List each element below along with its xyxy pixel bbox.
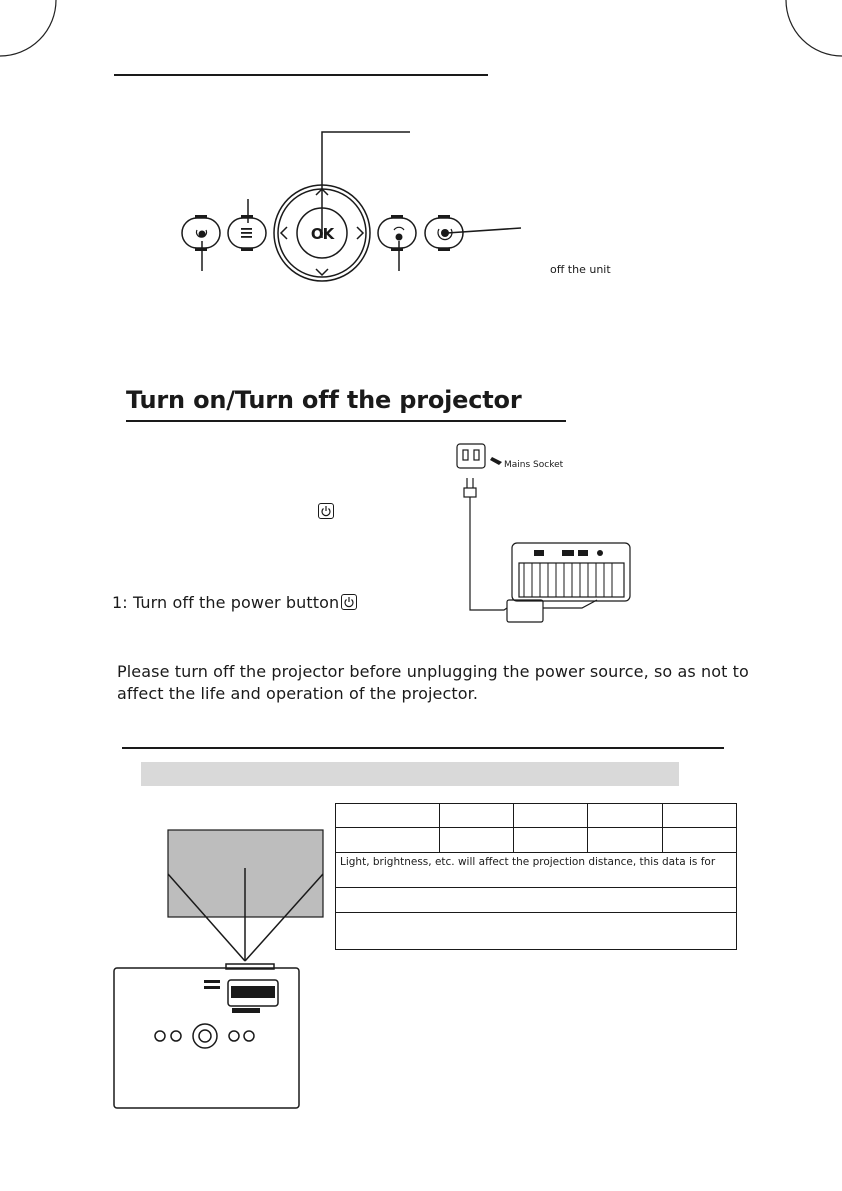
section-heading-bar [141, 762, 679, 786]
table-row: Light, brightness, etc. will affect the … [335, 852, 737, 888]
table-cell [438, 803, 515, 828]
table-cell [438, 827, 515, 853]
table-row [335, 827, 738, 853]
projection-distance-table: Light, brightness, etc. will affect the … [335, 803, 738, 950]
table-cell [513, 803, 589, 828]
table-note-cell: Light, brightness, etc. will affect the … [335, 852, 737, 888]
table-cell [335, 912, 737, 950]
mains-socket-label: Mains Socket [504, 460, 564, 470]
table-cell [335, 887, 737, 913]
section-rule-distance [122, 747, 724, 749]
section-title-power: Turn on/Turn off the projector [126, 386, 522, 414]
crop-mark-top-right [785, 0, 842, 57]
table-cell [661, 803, 738, 828]
power-icon [318, 503, 334, 519]
step-turn-off-text: 1: Turn off the power button [112, 593, 340, 612]
crop-mark-top-left [0, 0, 57, 57]
power-warning: Please turn off the projector before unp… [117, 662, 749, 703]
table-row [335, 803, 738, 828]
power-connection-illustration [452, 440, 642, 630]
table-row [335, 912, 737, 950]
power-icon [341, 594, 358, 610]
table-cell [335, 827, 440, 853]
step-turn-off: 1: Turn off the power button [112, 592, 358, 614]
table-cell [335, 803, 440, 828]
power-button-note: off the unit [550, 263, 611, 276]
svg-text:OK: OK [311, 225, 336, 243]
control-panel-diagram: OK [175, 125, 535, 290]
section-rule-power [126, 420, 566, 422]
table-row [335, 887, 737, 913]
table-cell [587, 827, 663, 853]
table-cell [587, 803, 663, 828]
table-cell [661, 827, 738, 853]
projection-illustration [108, 828, 328, 1113]
section-rule-control-panel [114, 74, 488, 76]
table-cell [513, 827, 589, 853]
